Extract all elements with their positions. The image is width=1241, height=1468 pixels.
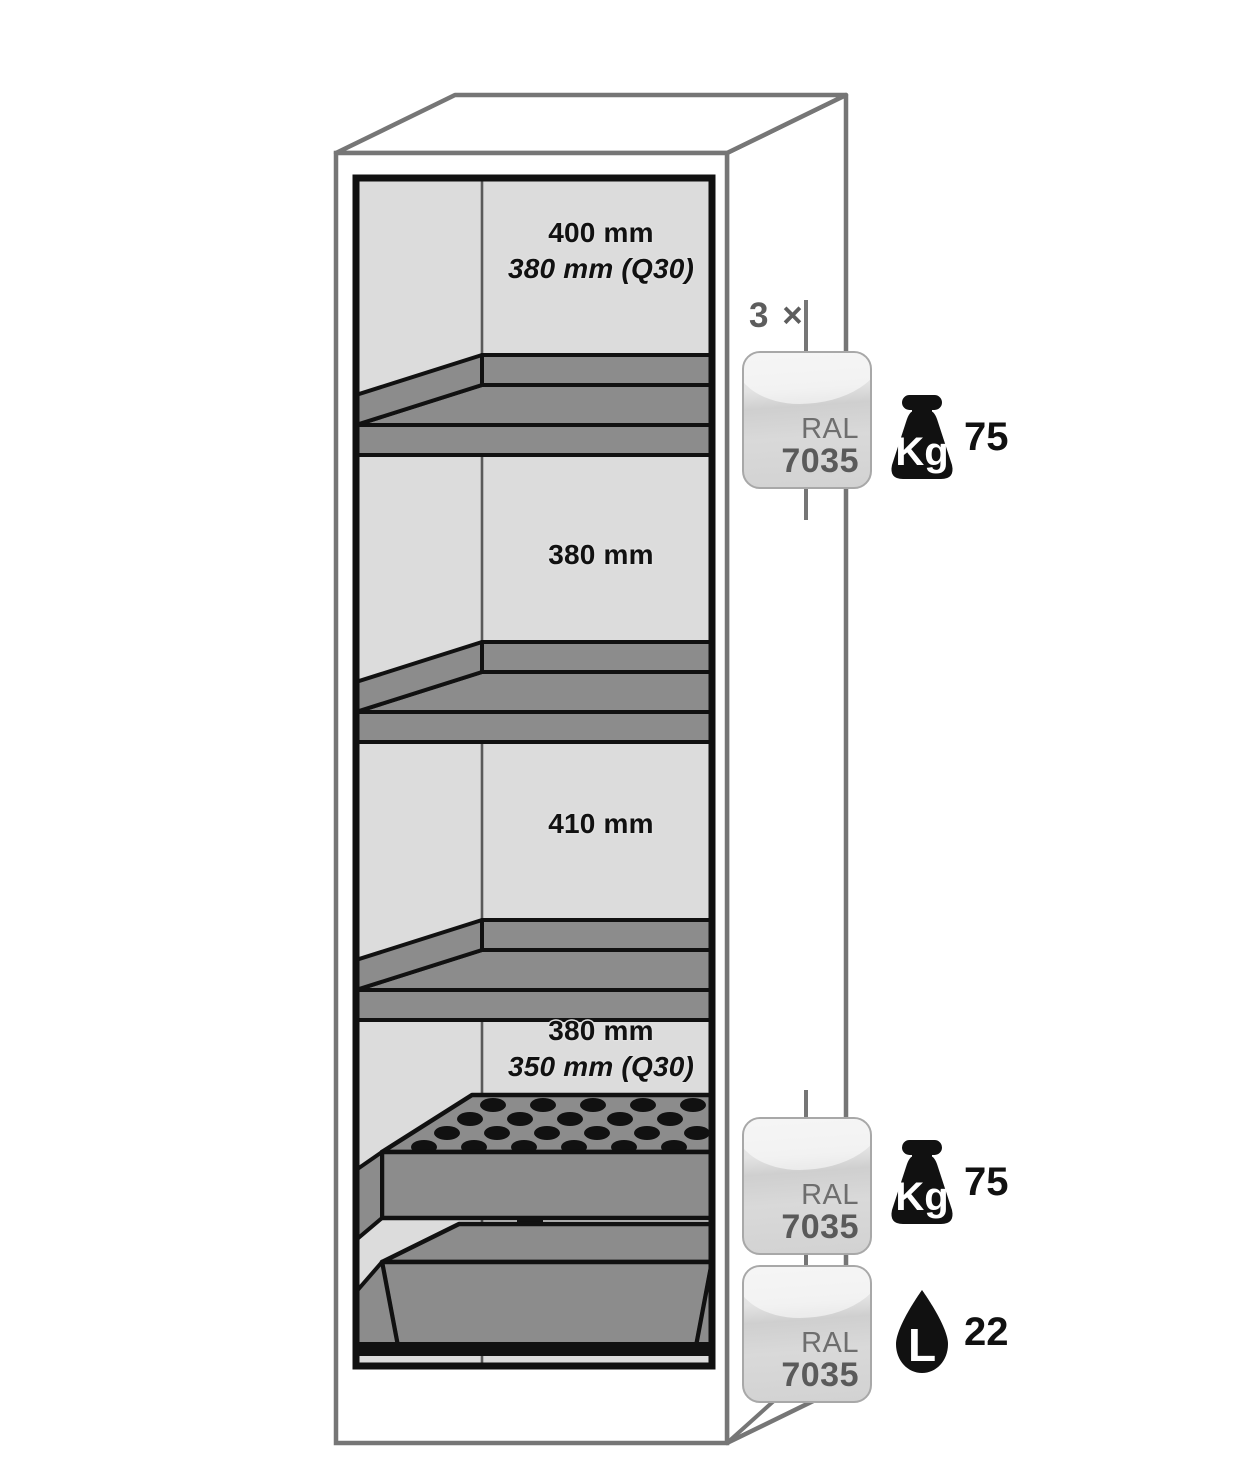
sump-tray <box>356 1221 712 1356</box>
compartment-1-dimension: 400 mm 380 mm (Q30) <box>490 215 712 288</box>
ral-code: 7035 <box>781 1208 859 1247</box>
sump-tray-left-wall <box>356 1260 401 1354</box>
shelf-2-back-rim <box>480 640 712 674</box>
sump-tray-base-line <box>356 1342 712 1356</box>
capacity-sump-tray: L 22 <box>884 1288 1009 1376</box>
capacity-sump-tray-value: 22 <box>964 1310 1009 1354</box>
compartment-2-height-primary: 380 mm <box>548 539 654 570</box>
shelf-1-left-wedge <box>356 353 484 427</box>
weight-kg-icon: Kg <box>891 1140 953 1224</box>
shelf-2-left-wedge <box>356 640 484 714</box>
shelf-quantity-label: 3 × <box>749 296 805 335</box>
compartment-4-height-variant: 350 mm (Q30) <box>507 1051 695 1083</box>
compartment-1-height-variant: 380 mm (Q30) <box>507 253 695 285</box>
perforated-insert-left-wedge <box>356 1150 384 1242</box>
ral-code: 7035 <box>781 442 859 481</box>
ral-chip-perforated-insert-text: RAL 7035 <box>781 1178 859 1247</box>
interior-left-wall <box>356 178 482 1366</box>
capacity-perforated-insert: Kg 75 <box>884 1136 1009 1228</box>
ral-label: RAL <box>801 412 859 445</box>
ral-chip-shelves-text: RAL 7035 <box>781 412 859 481</box>
shelf-2 <box>356 640 712 744</box>
capacity-perforated-insert-value: 75 <box>964 1160 1009 1204</box>
shelf-3 <box>356 918 712 1022</box>
ral-label: RAL <box>801 1178 859 1211</box>
perforated-insert-top <box>379 1092 712 1155</box>
shelf-3-back-rim <box>480 918 712 952</box>
ral-chip-sump-tray-text: RAL 7035 <box>781 1326 859 1395</box>
compartment-3-height-primary: 410 mm <box>548 808 654 839</box>
ral-label: RAL <box>801 1326 859 1359</box>
svg-text:Kg: Kg <box>895 1175 948 1219</box>
compartment-4-dimension: 380 mm 350 mm (Q30) <box>490 1013 712 1086</box>
shelf-3-left-wedge <box>356 918 484 992</box>
shelf-3-front-edge <box>356 988 712 1022</box>
sump-tray-rim <box>379 1221 712 1265</box>
perforated-insert-front <box>379 1149 712 1221</box>
svg-text:L: L <box>908 1319 936 1371</box>
svg-text:Kg: Kg <box>895 430 948 474</box>
ral-chip-perforated-insert: RAL 7035 <box>742 1117 872 1255</box>
perforated-insert <box>356 1092 712 1242</box>
compartment-2-dimension: 380 mm <box>490 537 712 573</box>
liquid-litre-icon: L <box>896 1290 948 1373</box>
cabinet-interior <box>356 178 712 1366</box>
shelf-1-front-edge <box>356 423 712 457</box>
shelf-1-back-rim <box>480 353 712 387</box>
compartment-4-height-primary: 380 mm <box>548 1015 654 1046</box>
shelf-1 <box>356 353 712 457</box>
capacity-shelves: Kg 75 <box>884 391 1009 483</box>
capacity-shelves-value: 75 <box>964 415 1009 459</box>
interior-frame-outline <box>352 174 716 1370</box>
shelf-2-front-edge <box>356 710 712 744</box>
ral-code: 7035 <box>781 1356 859 1395</box>
compartment-3-dimension: 410 mm <box>490 806 712 842</box>
ral-chip-shelves: RAL 7035 <box>742 351 872 489</box>
compartment-1-height-primary: 400 mm <box>548 217 654 248</box>
weight-kg-icon: Kg <box>891 395 953 479</box>
sump-tray-body <box>379 1259 712 1355</box>
ral-chip-sump-tray: RAL 7035 <box>742 1265 872 1403</box>
